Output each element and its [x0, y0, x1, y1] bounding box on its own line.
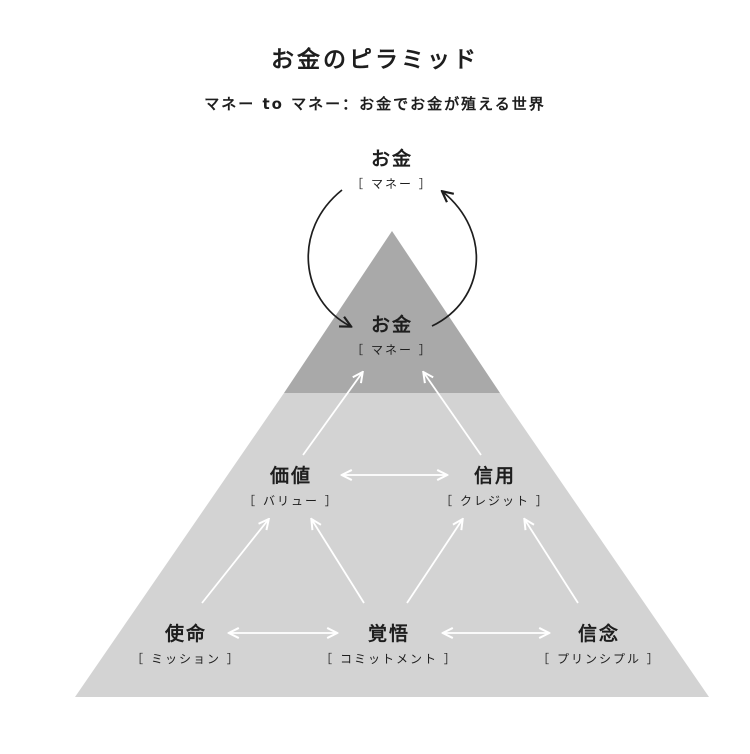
node-commitment-sub: ［ コミットメント ］: [320, 652, 458, 666]
arrow-commitment-to-credit: [406, 520, 462, 604]
node-credit: 信用 ［ クレジット ］: [395, 464, 595, 510]
arrow-commitment-to-value: [312, 520, 365, 604]
node-value: 価値 ［ バリュー ］: [191, 464, 391, 510]
node-belief: 信念 ［ プリンシプル ］: [499, 622, 699, 668]
node-mission: 使命 ［ ミッション ］: [86, 622, 286, 668]
node-mission-sub: ［ ミッション ］: [131, 652, 241, 666]
diagram-subtitle: マネー to マネー：お金でお金が殖える世界: [204, 95, 546, 113]
arrow-value-to-money: [302, 373, 362, 456]
node-money-outer-name: お金: [370, 148, 413, 170]
node-money-outer: お金 ［ マネー ］: [292, 147, 492, 193]
node-money-apex-sub: ［ マネー ］: [351, 343, 433, 357]
pyramid-apex-layer: [284, 231, 500, 393]
diagram-title: お金のピラミッド: [271, 47, 479, 73]
node-belief-name: 信念: [577, 623, 620, 645]
node-commitment-name: 覚悟: [367, 623, 410, 645]
arrow-credit-to-money: [424, 373, 482, 456]
node-belief-sub: ［ プリンシプル ］: [537, 652, 661, 666]
node-value-sub: ［ バリュー ］: [243, 494, 339, 508]
node-money-apex-name: お金: [370, 314, 413, 336]
node-value-name: 価値: [269, 465, 312, 487]
pyramid-base-layer: [75, 393, 709, 697]
node-credit-name: 信用: [473, 465, 516, 487]
node-credit-sub: ［ クレジット ］: [440, 494, 550, 508]
node-money-apex: お金 ［ マネー ］: [292, 313, 492, 359]
cycle-arrow-left: [307, 189, 350, 326]
arrow-belief-to-credit: [525, 520, 579, 604]
node-commitment: 覚悟 ［ コミットメント ］: [289, 622, 489, 668]
node-mission-name: 使命: [164, 623, 207, 645]
arrow-mission-to-value: [201, 520, 268, 604]
node-money-outer-sub: ［ マネー ］: [351, 177, 433, 191]
cycle-arrow-right: [431, 192, 478, 327]
